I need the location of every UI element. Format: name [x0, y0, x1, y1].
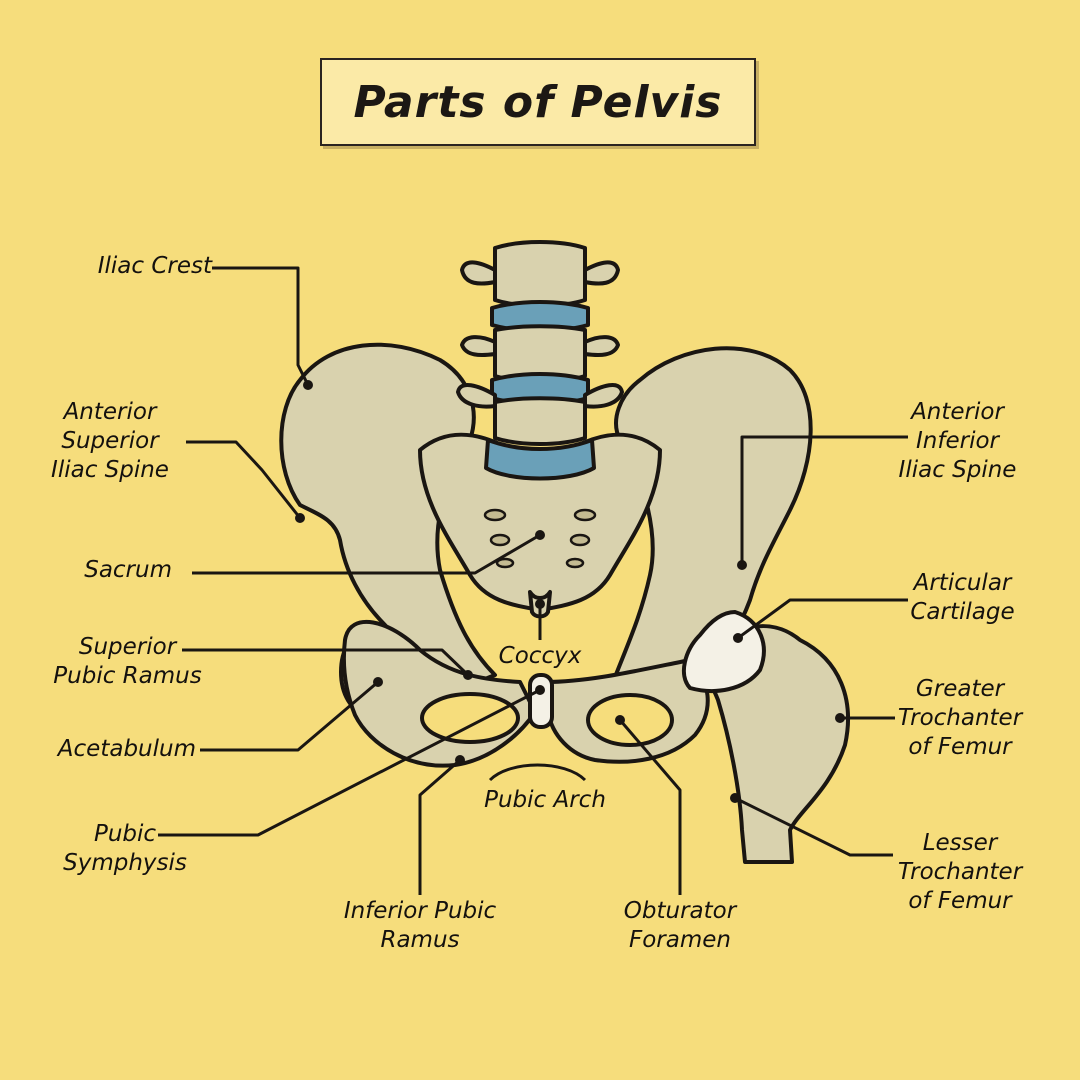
marker-dot — [730, 793, 740, 803]
transverse-process — [583, 335, 620, 357]
lumbosacral-disc — [484, 438, 596, 481]
marker-dot — [535, 685, 545, 695]
lumbar-vertebra-bottom — [493, 396, 587, 446]
marker-dot — [295, 513, 305, 523]
leader-obturator-foramen — [618, 719, 682, 895]
label-inferior-pubic-ramus: Inferior Pubic Ramus — [343, 898, 497, 953]
lumbar-vertebra-top — [493, 240, 587, 308]
marker-dot — [835, 713, 845, 723]
right-ilium — [279, 342, 497, 687]
pubic-arch-curve — [488, 763, 587, 782]
sacral-foramen — [489, 533, 511, 547]
transverse-process — [583, 383, 624, 409]
leader-lesser-trochanter — [734, 796, 893, 857]
marker-dot — [455, 755, 465, 765]
label-acetabulum: Acetabulum — [57, 736, 196, 762]
pubic-symphysis-disc — [528, 673, 554, 729]
label-superior-pubic-ramus: Superior Pubic Ramus — [53, 634, 202, 689]
label-articular-cartilage: Articular Cartilage — [910, 570, 1015, 625]
sacral-foramen — [573, 508, 597, 522]
leader-asis — [186, 440, 302, 519]
label-iliac-crest: Iliac Crest — [97, 253, 212, 279]
marker-dot — [303, 380, 313, 390]
transverse-process — [456, 383, 497, 409]
transverse-process — [460, 260, 497, 286]
leader-articular-cartilage — [737, 598, 908, 640]
leader-aiis — [740, 435, 908, 565]
label-coccyx: Coccyx — [498, 643, 582, 669]
label-asis: Anterior Superior Iliac Spine — [51, 399, 169, 483]
leader-inferior-pubic-ramus — [418, 758, 461, 895]
title-box: Parts of Pelvis — [320, 58, 756, 146]
label-sacrum: Sacrum — [84, 557, 172, 583]
marker-dot — [615, 715, 625, 725]
marker-dot — [535, 530, 545, 540]
diagram-title: Parts of Pelvis — [353, 76, 723, 128]
sacral-foramen — [569, 533, 591, 547]
marker-dot — [463, 670, 473, 680]
right-obturator-foramen — [420, 692, 520, 744]
label-greater-trochanter: Greater Trochanter of Femur — [897, 676, 1023, 760]
transverse-process — [583, 260, 620, 286]
leader-superior-pubic-ramus — [182, 648, 470, 677]
leader-acetabulum — [200, 680, 379, 752]
label-aiis: Anterior Inferior Iliac Spine — [898, 399, 1017, 483]
leader-pubic-symphysis — [158, 688, 541, 837]
label-obturator-foramen: Obturator Foramen — [623, 898, 737, 953]
sacral-foramen — [565, 557, 585, 569]
label-lesser-trochanter: Lesser Trochanter of Femur — [897, 830, 1023, 914]
marker-dot — [737, 560, 747, 570]
marker-dot — [535, 599, 545, 609]
marker-dot — [373, 677, 383, 687]
left-obturator-foramen — [586, 693, 674, 747]
sacral-foramen — [483, 508, 507, 522]
articular-cartilage-shape — [681, 610, 766, 693]
label-pubic-symphysis: Pubic Symphysis — [63, 821, 187, 876]
leader-sacrum — [192, 533, 541, 575]
leader-iliac-crest — [212, 266, 310, 386]
transverse-process — [460, 335, 497, 357]
label-pubic-arch: Pubic Arch — [484, 787, 606, 813]
sacral-foramen — [495, 557, 515, 569]
marker-dot — [733, 633, 743, 643]
